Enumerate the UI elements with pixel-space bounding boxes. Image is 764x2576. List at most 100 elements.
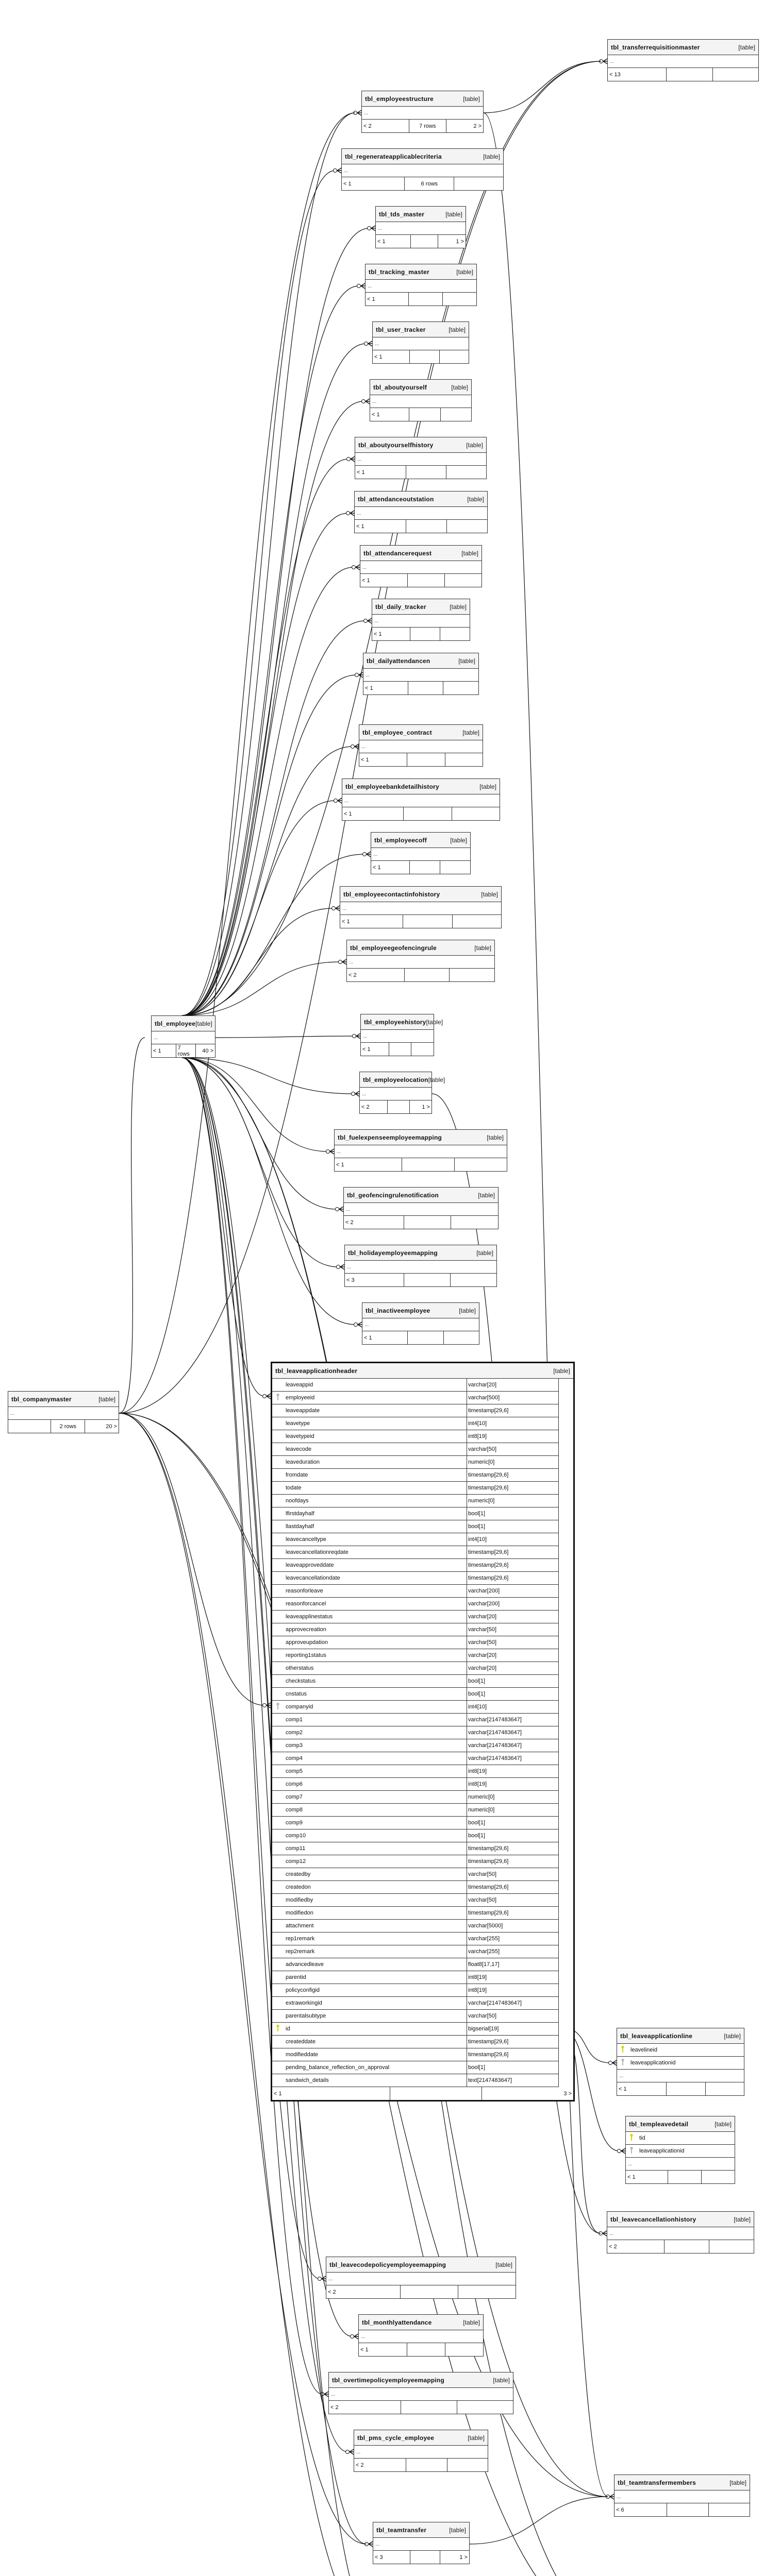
- table-leaveapplicationline[interactable]: tbl_leaveapplicationline[table]leaveline…: [617, 2028, 744, 2096]
- table-header[interactable]: tbl_regenerateapplicablecriteria[table]: [342, 149, 503, 164]
- children-count-link[interactable]: [451, 1216, 498, 1229]
- table-header[interactable]: tbl_dailyattendancen[table]: [363, 653, 478, 669]
- table-name[interactable]: tbl_overtimepolicyemployeemapping: [332, 2376, 444, 2384]
- table-regenerateapplicablecriteria[interactable]: tbl_regenerateapplicablecriteria[table].…: [341, 148, 504, 191]
- table-name[interactable]: tbl_templeavedetail: [629, 2120, 689, 2128]
- table-name[interactable]: tbl_companymaster: [11, 1395, 72, 1403]
- children-count-link[interactable]: [440, 861, 470, 874]
- table-teamtransfermembers[interactable]: tbl_teamtransfermembers[table]...< 6: [614, 2475, 750, 2517]
- table-employeehistory[interactable]: tbl_employeehistory[table]...< 1: [360, 1014, 443, 1056]
- table-inactiveemployee[interactable]: tbl_inactiveemployee[table]...< 1: [362, 1302, 479, 1345]
- children-count-link[interactable]: [445, 574, 481, 587]
- parents-count-link[interactable]: < 2: [354, 2459, 407, 2471]
- parents-count-link[interactable]: < 1: [361, 1043, 389, 1056]
- parents-count-link[interactable]: < 1: [340, 915, 404, 928]
- table-header[interactable]: tbl_tds_master[table]: [376, 207, 466, 222]
- parents-count-link[interactable]: < 3: [345, 1274, 404, 1286]
- children-count-link[interactable]: [443, 293, 476, 306]
- children-count-link[interactable]: [450, 969, 494, 981]
- column-row[interactable]: leaveapplicationid: [617, 2057, 744, 2070]
- table-name[interactable]: tbl_attendanceoutstation: [358, 495, 434, 503]
- parents-count-link[interactable]: [8, 1420, 52, 1433]
- table-name[interactable]: tbl_leavecodepolicyemployeemapping: [329, 2261, 446, 2268]
- parents-count-link[interactable]: < 1: [373, 350, 410, 363]
- table-header[interactable]: tbl_employeegeofencingrule[table]: [347, 940, 494, 956]
- children-count-link[interactable]: [440, 628, 470, 640]
- parents-count-link[interactable]: < 2: [360, 1100, 388, 1113]
- table-header[interactable]: tbl_aboutyourselfhistory[table]: [355, 437, 486, 453]
- parents-count-link[interactable]: < 3: [373, 2551, 411, 2564]
- table-header[interactable]: tbl_overtimepolicyemployeemapping[table]: [329, 2372, 513, 2388]
- table-header[interactable]: tbl_teamtransfer[table]: [373, 2522, 469, 2538]
- table-fuelexpenseemployeemapping[interactable]: tbl_fuelexpenseemployeemapping[table]...…: [334, 1129, 507, 1172]
- table-employeebankdetailhistory[interactable]: tbl_employeebankdetailhistory[table]...<…: [342, 778, 500, 821]
- table-daily_tracker[interactable]: tbl_daily_tracker[table]...< 1: [372, 599, 470, 641]
- column-row[interactable]: leavelineid: [617, 2044, 744, 2057]
- table-user_tracker[interactable]: tbl_user_tracker[table]...< 1: [372, 321, 469, 364]
- column-row[interactable]: tid: [626, 2132, 735, 2145]
- table-name[interactable]: tbl_employee_contract: [362, 728, 432, 736]
- table-header[interactable]: tbl_monthlyattendance[table]: [359, 2315, 483, 2330]
- parents-count-link[interactable]: < 2: [326, 2285, 401, 2298]
- table-attendancerequest[interactable]: tbl_attendancerequest[table]...< 1: [360, 545, 482, 587]
- table-name[interactable]: tbl_leaveapplicationline: [620, 2032, 693, 2040]
- table-leavecodepolicyemployeemapping[interactable]: tbl_leavecodepolicyemployeemapping[table…: [326, 2257, 516, 2299]
- table-name[interactable]: tbl_leavecancellationhistory: [610, 2215, 696, 2223]
- table-name[interactable]: tbl_aboutyourselfhistory: [358, 441, 434, 449]
- table-header[interactable]: tbl_templeavedetail[table]: [626, 2116, 735, 2132]
- table-header[interactable]: tbl_companymaster[table]: [8, 1392, 119, 1407]
- children-count-link[interactable]: [447, 520, 487, 533]
- parents-count-link[interactable]: < 1: [370, 408, 410, 421]
- table-header[interactable]: tbl_employeelocation[table]: [360, 1072, 445, 1088]
- parents-count-link[interactable]: < 1: [617, 2082, 667, 2095]
- children-count-link[interactable]: [445, 753, 483, 766]
- children-count-link[interactable]: [455, 1158, 507, 1171]
- parents-count-link[interactable]: < 1: [372, 628, 410, 640]
- children-count-link[interactable]: 3 >: [563, 2090, 572, 2097]
- table-name[interactable]: tbl_teamtransfermembers: [618, 2479, 696, 2486]
- children-count-link[interactable]: [454, 177, 503, 190]
- children-count-link[interactable]: [713, 68, 758, 81]
- table-name[interactable]: tbl_holidayemployeemapping: [348, 1249, 438, 1257]
- parents-count-link[interactable]: < 1: [342, 177, 405, 190]
- parents-count-link[interactable]: < 1: [376, 235, 411, 248]
- table-name[interactable]: tbl_teamtransfer: [376, 2526, 427, 2534]
- table-employeecontactinfohistory[interactable]: tbl_employeecontactinfohistory[table]...…: [340, 886, 502, 928]
- children-count-link[interactable]: [709, 2503, 750, 2516]
- parents-count-link[interactable]: < 1: [363, 682, 408, 694]
- table-name[interactable]: tbl_fuelexpenseemployeemapping: [338, 1133, 442, 1141]
- table-header[interactable]: tbl_fuelexpenseemployeemapping[table]: [335, 1130, 507, 1145]
- table-name[interactable]: tbl_transferrequisitionmaster: [611, 43, 700, 51]
- table-employeegeofencingrule[interactable]: tbl_employeegeofencingrule[table]...< 2: [346, 940, 495, 982]
- table-employee_contract[interactable]: tbl_employee_contract[table]...< 1: [359, 724, 483, 767]
- parents-count-link[interactable]: < 1: [366, 293, 409, 306]
- table-header[interactable]: tbl_employee[table]: [152, 1016, 215, 1031]
- children-count-link[interactable]: 2 >: [473, 123, 482, 129]
- table-header[interactable]: tbl_leavecodepolicyemployeemapping[table…: [326, 2257, 516, 2273]
